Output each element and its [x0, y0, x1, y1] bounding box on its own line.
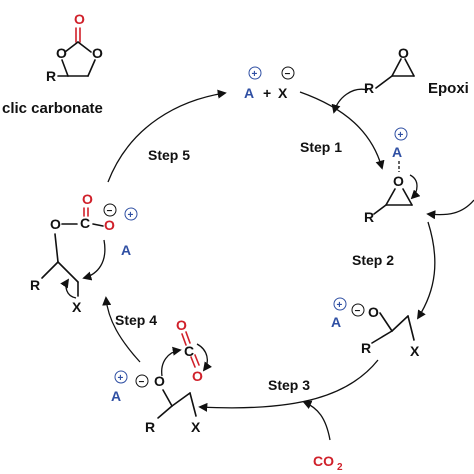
- svg-text:−: −: [139, 377, 145, 388]
- svg-text:X: X: [191, 419, 201, 435]
- svg-text:X: X: [72, 299, 82, 315]
- step-2-label: Step 2: [352, 252, 394, 268]
- cycle-arc-step3: [198, 359, 379, 412]
- activated-epoxide: + A O R: [364, 127, 421, 225]
- co2-feed-arrow: [302, 400, 331, 441]
- svg-text:2: 2: [337, 462, 343, 473]
- svg-text:R: R: [364, 80, 374, 96]
- svg-text:C: C: [184, 343, 194, 359]
- svg-text:+: +: [252, 69, 258, 80]
- product-label: clic carbonate: [2, 100, 103, 117]
- svg-text:A: A: [331, 314, 341, 330]
- cycle-arc-step2: [417, 221, 436, 320]
- svg-text:+: +: [398, 130, 404, 141]
- svg-text:O: O: [92, 45, 103, 61]
- step-3-label: Step 3: [268, 377, 310, 393]
- cyclic-carbonate-product: O O O R clic carbonate: [2, 11, 103, 117]
- svg-text:O: O: [192, 368, 203, 384]
- svg-text:−: −: [285, 69, 291, 80]
- cycle-arc-step5: [107, 89, 227, 183]
- alkoxide-intermediate: + A − O R X: [331, 297, 420, 359]
- svg-text:C: C: [80, 215, 90, 231]
- epoxide-feed-arrow: [331, 88, 369, 114]
- svg-text:+: +: [128, 210, 134, 221]
- svg-text:O: O: [154, 373, 165, 389]
- svg-text:A: A: [392, 144, 402, 160]
- epoxide-reagent: R O Epoxi: [364, 45, 469, 97]
- catalyst-pair: + A + − X: [244, 66, 295, 101]
- svg-text:+: +: [337, 300, 343, 311]
- step-4-label: Step 4: [115, 312, 157, 328]
- svg-text:−: −: [107, 206, 113, 217]
- svg-text:O: O: [82, 191, 93, 207]
- svg-text:O: O: [393, 173, 404, 189]
- catalyst-cation-label: A: [244, 85, 254, 101]
- step-5-label: Step 5: [148, 147, 190, 163]
- svg-text:O: O: [50, 216, 61, 232]
- cycle-arc-step1: [299, 91, 385, 170]
- svg-text:O: O: [104, 217, 115, 233]
- svg-text:O: O: [368, 304, 379, 320]
- cycle-arc-step4: [102, 296, 141, 363]
- alkoxide-co2-complex: + A − O R X O C O: [111, 317, 213, 435]
- svg-text:X: X: [410, 343, 420, 359]
- svg-text:R: R: [364, 209, 374, 225]
- svg-text:O: O: [56, 45, 67, 61]
- svg-text:A: A: [121, 242, 131, 258]
- edge-curved-arrow: [426, 199, 474, 220]
- epoxide-label: Epoxi: [428, 80, 469, 97]
- co2-reagent: CO 2: [313, 453, 343, 473]
- svg-text:R: R: [30, 277, 40, 293]
- svg-text:R: R: [361, 340, 371, 356]
- svg-text:A: A: [111, 388, 121, 404]
- carbonate-intermediate: O C O O − + A R X: [30, 191, 138, 315]
- plus-sign: +: [263, 85, 271, 101]
- svg-text:CO: CO: [313, 453, 334, 469]
- svg-text:−: −: [355, 306, 361, 317]
- halide-anion-label: X: [278, 85, 288, 101]
- step-1-label: Step 1: [300, 139, 342, 155]
- svg-text:O: O: [176, 317, 187, 333]
- svg-text:R: R: [145, 419, 155, 435]
- svg-text:O: O: [74, 11, 85, 27]
- svg-text:O: O: [398, 45, 409, 61]
- svg-text:+: +: [118, 373, 124, 384]
- svg-text:R: R: [46, 68, 56, 84]
